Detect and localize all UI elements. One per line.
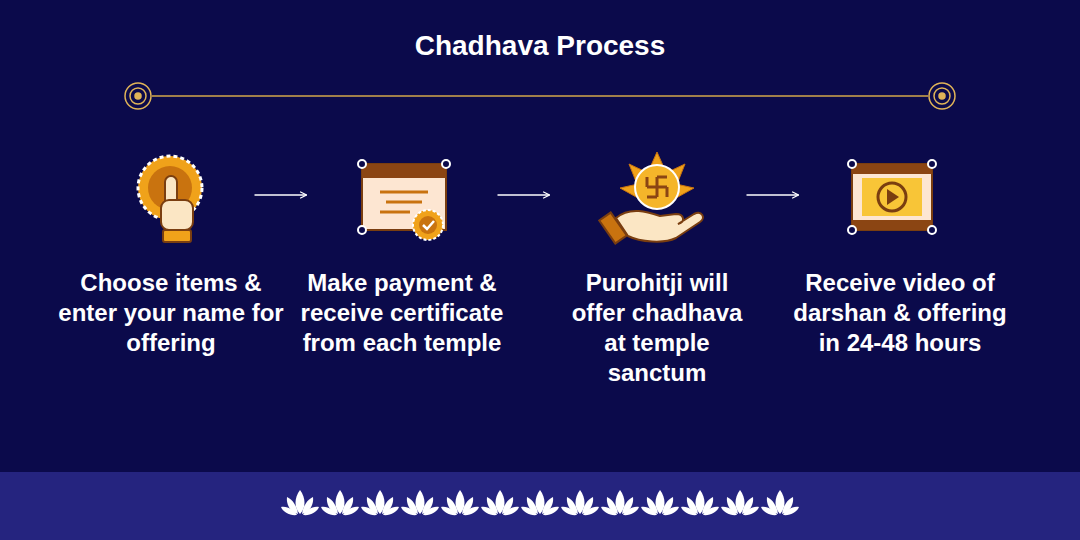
process-step: Make payment & receive certificate from …	[281, 268, 523, 358]
step-label: Purohitji will offer chadhava at temple …	[559, 268, 755, 388]
flow-arrow	[747, 194, 799, 196]
certificate-icon	[358, 160, 450, 240]
background-panel	[0, 0, 1080, 472]
flow-arrow	[255, 194, 307, 196]
process-step: Receive video of darshan & offering in 2…	[780, 268, 1020, 358]
process-step: Choose items & enter your name for offer…	[55, 268, 287, 358]
tap-icon	[138, 156, 202, 242]
divider-ornament	[125, 83, 955, 109]
process-step: Purohitji will offer chadhava at temple …	[559, 268, 755, 388]
step-label: Choose items & enter your name for offer…	[55, 268, 287, 358]
step-label: Receive video of darshan & offering in 2…	[780, 268, 1020, 358]
footer-band	[0, 472, 1080, 540]
step-label: Make payment & receive certificate from …	[281, 268, 523, 358]
flow-arrow	[498, 194, 550, 196]
divider-line	[152, 95, 928, 97]
video-icon	[848, 160, 936, 234]
diagram-title: Chadhava Process	[0, 28, 1080, 64]
lotus-row	[280, 486, 800, 520]
offering-icon	[599, 152, 703, 243]
